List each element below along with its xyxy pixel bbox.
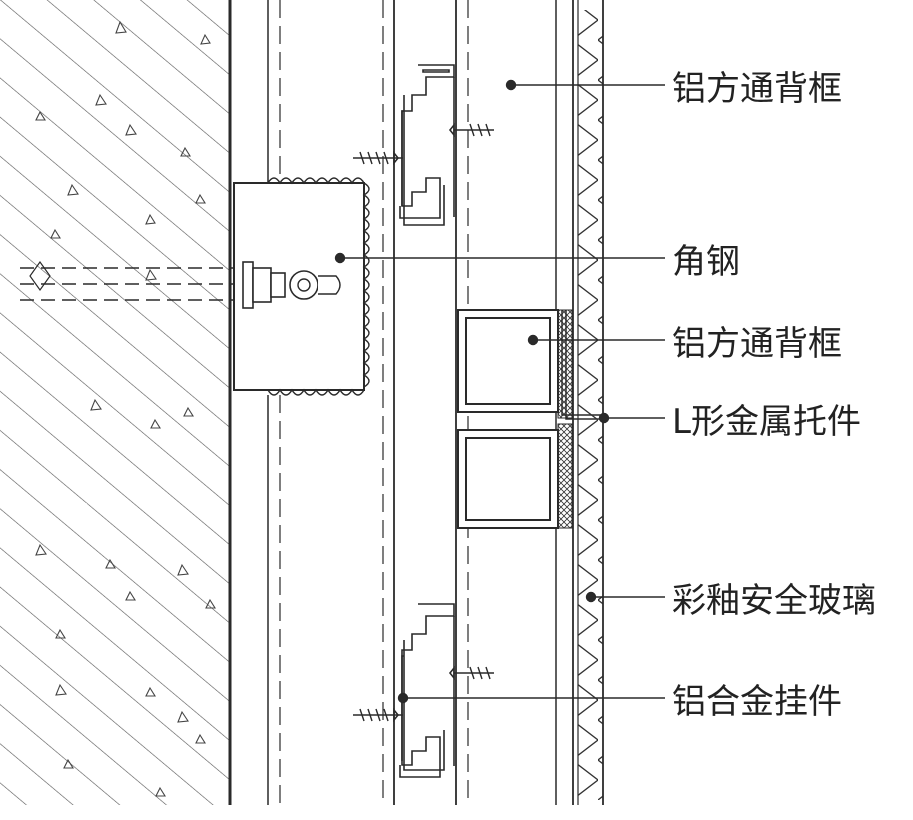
top-hanger [353, 64, 494, 226]
angle-steel [233, 177, 370, 396]
concrete-wall [0, 0, 232, 805]
aluminum-tubes [457, 309, 573, 529]
glazed-safety-glass [572, 0, 604, 805]
label-angle-steel: 角钢 [672, 242, 740, 282]
label-aluminum-frame-mid: 铝方通背框 [672, 324, 842, 364]
label-l-bracket: L形金属托件 [672, 402, 861, 442]
anchor-bolt [20, 260, 240, 301]
label-aluminum-hanger: 铝合金挂件 [672, 682, 842, 722]
label-glazed-safety-glass: 彩釉安全玻璃 [672, 581, 876, 621]
label-aluminum-frame-top: 铝方通背框 [672, 69, 842, 109]
bottom-hanger [353, 603, 494, 778]
leader-lines [334, 79, 665, 704]
